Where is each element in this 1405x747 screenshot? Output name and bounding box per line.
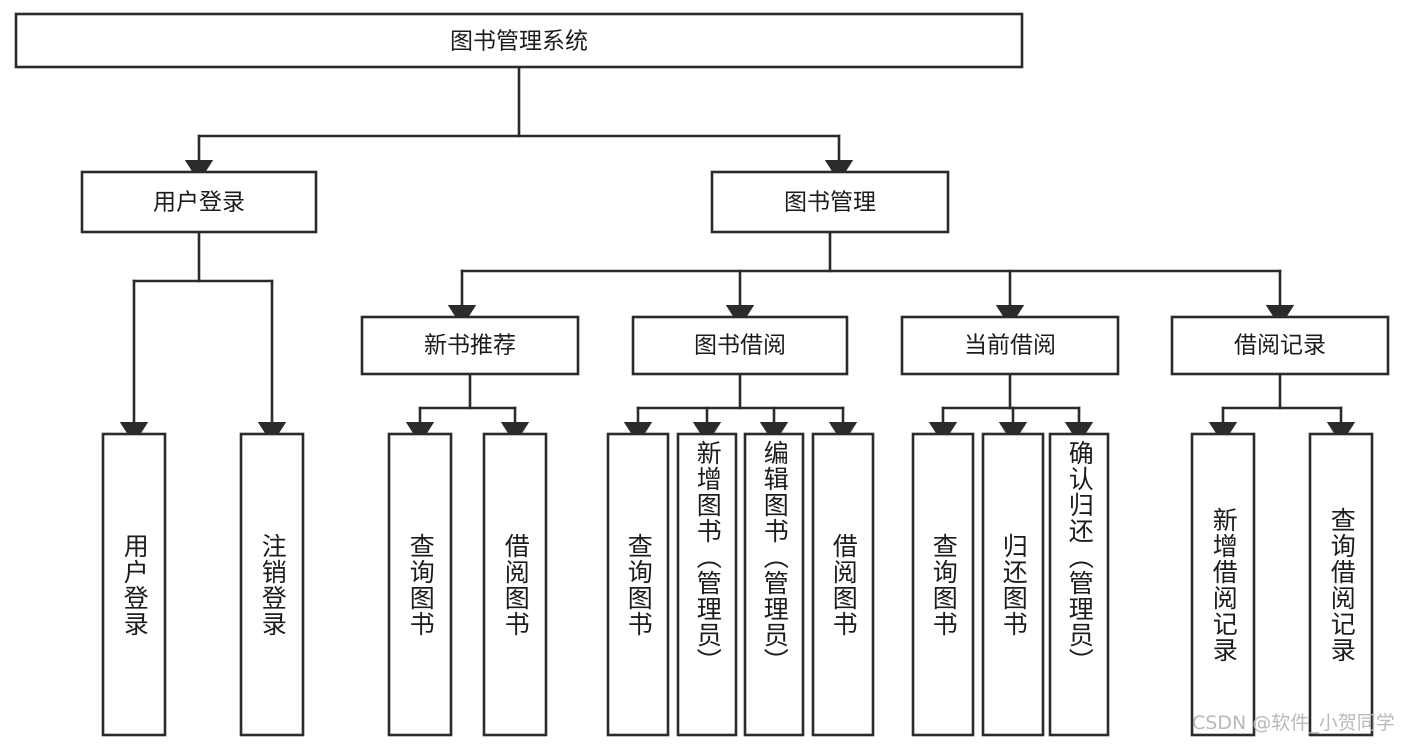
leaf-box-borrow-book-2[interactable] bbox=[811, 432, 875, 737]
node-book-borrow-label: 图书借阅 bbox=[694, 333, 786, 359]
leaf-box-return-book[interactable] bbox=[981, 432, 1045, 737]
leaf-box-query-book-3[interactable] bbox=[911, 432, 975, 737]
node-current-borrow-label: 当前借阅 bbox=[964, 333, 1056, 359]
leaf-box-query-book-1[interactable] bbox=[387, 432, 453, 737]
node-book-management-label: 图书管理 bbox=[784, 190, 876, 216]
edge-group-borrowrecord-to-leaves bbox=[1208, 372, 1356, 444]
node-book-management[interactable]: 图书管理 bbox=[710, 170, 950, 234]
node-book-borrow[interactable]: 图书借阅 bbox=[631, 315, 849, 376]
node-borrow-record[interactable]: 借阅记录 bbox=[1170, 315, 1390, 376]
node-user-login[interactable]: 用户登录 bbox=[80, 170, 318, 234]
leaf-box-logout[interactable] bbox=[239, 432, 305, 737]
node-new-book-recommend-box[interactable] bbox=[360, 315, 580, 376]
node-borrow-record-label: 借阅记录 bbox=[1234, 333, 1326, 359]
node-current-borrow[interactable]: 当前借阅 bbox=[900, 315, 1120, 376]
edge-group-userlogin-to-leaves bbox=[119, 230, 287, 444]
node-current-borrow-box[interactable] bbox=[900, 315, 1120, 376]
edge-group-currentborrow-to-leaves bbox=[928, 372, 1094, 444]
edge-group-bookmgmt-to-level3 bbox=[447, 230, 1295, 327]
leaf-box-user-login[interactable] bbox=[101, 432, 167, 737]
node-new-book-recommend-label: 新书推荐 bbox=[424, 333, 516, 359]
node-root-system[interactable]: 图书管理系统 bbox=[14, 12, 1024, 69]
node-root-box[interactable] bbox=[14, 12, 1024, 69]
node-user-login-box[interactable] bbox=[80, 170, 318, 234]
leaf-box-edit-book[interactable] bbox=[743, 432, 805, 737]
leaf-box-query-book-2[interactable] bbox=[606, 432, 670, 737]
node-book-management-box[interactable] bbox=[710, 170, 950, 234]
leaf-box-query-record[interactable] bbox=[1308, 432, 1374, 737]
edge-group-root-to-level2 bbox=[184, 65, 854, 182]
edge-group-bookborrow-to-leaves bbox=[623, 372, 858, 444]
node-new-book-recommend[interactable]: 新书推荐 bbox=[360, 315, 580, 376]
leaf-box-borrow-book-1[interactable] bbox=[482, 432, 548, 737]
csdn-watermark: CSDN @软件_小贺同学 bbox=[1192, 712, 1395, 734]
edge-group-newbook-to-leaves bbox=[405, 372, 530, 444]
leaf-box-add-record[interactable] bbox=[1190, 432, 1256, 737]
node-borrow-record-box[interactable] bbox=[1170, 315, 1390, 376]
node-book-borrow-box[interactable] bbox=[631, 315, 849, 376]
leaf-box-confirm-return[interactable] bbox=[1048, 432, 1110, 737]
node-user-login-label: 用户登录 bbox=[153, 190, 245, 216]
node-root-label: 图书管理系统 bbox=[450, 29, 588, 55]
leaf-box-add-book[interactable] bbox=[676, 432, 738, 737]
